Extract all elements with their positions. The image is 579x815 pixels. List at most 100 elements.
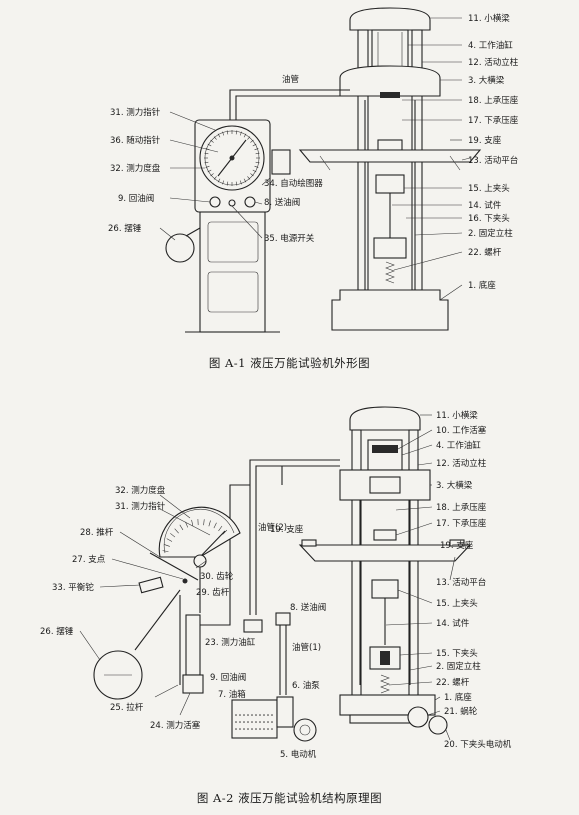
machine-frame bbox=[298, 7, 482, 331]
oil-stipple bbox=[259, 714, 261, 716]
feed-valve-knob[interactable] bbox=[244, 196, 256, 208]
label2-oil-pipe-2: 油管(2) bbox=[258, 522, 287, 533]
dial-tick bbox=[210, 139, 214, 143]
label-specimen: 14. 试件 bbox=[468, 200, 502, 211]
leader-lines-2 bbox=[79, 414, 465, 741]
label-lower-chuck: 16. 下夹头 bbox=[468, 213, 510, 224]
label-follower-pointer: 36. 随动指针 bbox=[110, 135, 161, 146]
dial-tick bbox=[170, 533, 176, 538]
label-fixed-column: 2. 固定立柱 bbox=[468, 228, 513, 239]
dial-tick bbox=[204, 161, 209, 164]
dial-tick bbox=[185, 521, 189, 528]
label2-small-crossbeam: 11. 小横梁 bbox=[436, 410, 478, 421]
hydraulic-system bbox=[182, 459, 340, 742]
oil-tank bbox=[231, 699, 278, 739]
label2-lower-bearing: 17. 下承压座 bbox=[436, 518, 487, 529]
dial-tick bbox=[213, 522, 217, 529]
figure-a1-drawing: 11. 小横梁 4. 工作油缸 12. 活动立柱 3. 大横梁 18. 上承压座… bbox=[108, 7, 519, 333]
oil-stipple bbox=[263, 714, 265, 716]
dial-tick bbox=[252, 169, 257, 173]
oil-pump bbox=[276, 696, 294, 728]
dial-tick bbox=[243, 133, 247, 138]
label2-rack: 29. 齿杆 bbox=[196, 587, 230, 598]
oil-stipple bbox=[243, 721, 245, 723]
oil-stipple bbox=[271, 714, 273, 716]
dial-tick bbox=[217, 133, 221, 138]
control-cabinet bbox=[165, 119, 291, 333]
load-pointer bbox=[231, 139, 247, 159]
dial-tick bbox=[204, 152, 209, 155]
dial-tick bbox=[191, 519, 194, 526]
label-load-dial: 32. 测力度盘 bbox=[110, 163, 161, 174]
oil-stipple bbox=[251, 714, 253, 716]
label-feed-valve: 8. 送油阀 bbox=[264, 197, 300, 208]
power-switch[interactable] bbox=[228, 199, 236, 207]
oil-stipple bbox=[259, 728, 261, 730]
dial-tick bbox=[203, 519, 205, 526]
label-load-pointer: 31. 测力指针 bbox=[110, 107, 161, 118]
oil-stipple bbox=[235, 728, 237, 730]
lower-chuck-motor bbox=[428, 715, 448, 735]
label-movable-platform: 13. 活动平台 bbox=[468, 155, 518, 166]
fulcrum bbox=[182, 578, 188, 584]
label2-oil-tank: 7. 油箱 bbox=[218, 689, 246, 700]
label-upper-chuck: 15. 上夹头 bbox=[468, 183, 510, 194]
dial-tick bbox=[226, 130, 229, 135]
dial-tick bbox=[179, 524, 184, 531]
label2-oil-pump: 6. 油泵 bbox=[292, 680, 320, 691]
oil-stipple bbox=[247, 714, 249, 716]
label2-gear: 30. 齿轮 bbox=[200, 571, 234, 582]
oil-stipple bbox=[239, 728, 241, 730]
dial-tick bbox=[222, 180, 225, 185]
label2-worm-gear: 21. 蜗轮 bbox=[444, 706, 478, 717]
oil-stipple bbox=[247, 728, 249, 730]
label-lower-bearing: 17. 下承压座 bbox=[468, 115, 519, 126]
oil-stipple bbox=[271, 721, 273, 723]
label-recorder: 34. 自动绘图器 bbox=[264, 178, 323, 189]
dial-tick bbox=[254, 148, 259, 151]
label2-return-valve: 9. 回油阀 bbox=[210, 672, 246, 683]
label2-load-dial: 32. 测力度盘 bbox=[115, 485, 166, 496]
label-upper-bearing: 18. 上承压座 bbox=[468, 95, 519, 106]
oil-stipple bbox=[267, 721, 269, 723]
oil-stipple bbox=[267, 728, 269, 730]
load-pointer-2 bbox=[199, 530, 226, 558]
oil-pipe bbox=[229, 89, 350, 120]
label2-upper-bearing: 18. 上承压座 bbox=[436, 502, 487, 513]
feed-valve[interactable] bbox=[275, 612, 291, 626]
dial-tick bbox=[207, 143, 212, 147]
oil-stipple bbox=[251, 721, 253, 723]
dial-tick bbox=[255, 152, 260, 155]
oil-stipple bbox=[267, 714, 269, 716]
label2-lower-chuck: 15. 下夹头 bbox=[436, 648, 478, 659]
label-pendulum: 26. 摆锤 bbox=[108, 223, 142, 234]
dial-tick bbox=[243, 178, 247, 183]
oil-stipple bbox=[255, 721, 257, 723]
label-return-valve: 9. 回油阀 bbox=[118, 193, 154, 204]
dial-tick bbox=[222, 131, 225, 136]
oil-stipple bbox=[263, 721, 265, 723]
label2-specimen: 14. 试件 bbox=[436, 618, 470, 629]
dial-tick bbox=[235, 130, 238, 135]
dial-tick bbox=[239, 131, 242, 136]
return-valve-knob[interactable] bbox=[209, 196, 221, 208]
dial-tick bbox=[226, 181, 229, 186]
oil-stipple bbox=[259, 721, 261, 723]
label-large-crossbeam: 3. 大横梁 bbox=[468, 75, 505, 86]
machine-frame-2 bbox=[298, 406, 472, 735]
caption-figure-a1: 图 A-1 液压万能试验机外形图 bbox=[208, 356, 371, 370]
pendulum-weight bbox=[165, 233, 195, 263]
label2-movable-column: 12. 活动立柱 bbox=[436, 458, 487, 469]
dial-tick bbox=[250, 173, 254, 177]
return-valve[interactable] bbox=[243, 619, 263, 633]
auto-recorder bbox=[271, 149, 291, 175]
oil-stipple bbox=[247, 721, 249, 723]
follower-pointer bbox=[217, 157, 233, 177]
label2-push-rod: 28. 推杆 bbox=[80, 527, 114, 538]
dial-tick bbox=[166, 538, 173, 542]
dial-tick bbox=[217, 178, 221, 183]
dial-tick bbox=[254, 165, 259, 168]
dial-tick bbox=[239, 180, 242, 185]
label2-load-cylinder: 23. 测力油缸 bbox=[205, 637, 256, 648]
label2-support-left: 19. 支座 bbox=[270, 524, 304, 535]
